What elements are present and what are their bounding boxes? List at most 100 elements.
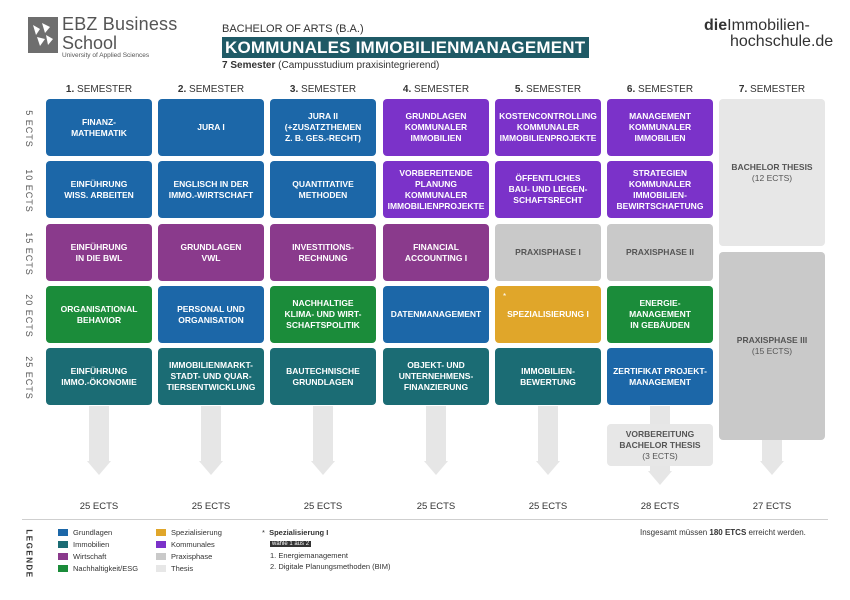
semester-header-6: 6. SEMESTER (626, 84, 694, 95)
module-praxisphase-3: PRAXISPHASE III(15 ECTS) (719, 252, 825, 440)
arrow-shaft (650, 466, 670, 471)
ects-row-label: 10 ECTS (24, 169, 34, 213)
legend-swatch (58, 529, 68, 536)
spezialisierung-star: * (503, 292, 507, 301)
semester-header-2: 2. SEMESTER (177, 84, 245, 95)
logo-name-line1: EBZ Business (62, 14, 178, 34)
legend-swatch (156, 553, 166, 560)
arrow-down-icon (536, 461, 560, 475)
semester-header-5: 5. SEMESTER (514, 84, 582, 95)
module-praxisphase-1: PRAXISPHASE I (495, 224, 601, 281)
legend-item-spezialisierung: Spezialisierung (156, 528, 222, 537)
ects-total-sem3: 25 ECTS (303, 501, 343, 512)
ects-row-label: 25 ECTS (24, 356, 34, 400)
arrow-shaft (650, 406, 670, 424)
divider (22, 519, 828, 520)
legend-swatch (156, 541, 166, 548)
legend-swatch (156, 565, 166, 572)
module-praxisphase-2: PRAXISPHASE II (607, 224, 713, 281)
legend-swatch (58, 553, 68, 560)
legend-item-praxisphase: Praxisphase (156, 552, 212, 561)
legend-item-thesis: Thesis (156, 564, 193, 573)
module-investitionsrechnung: INVESTITIONS-RECHNUNG (270, 224, 376, 281)
semester-header-7: 7. SEMESTER (738, 84, 806, 95)
arrow-shaft (426, 406, 446, 461)
arrow-down-icon (199, 461, 223, 475)
program-title: KOMMUNALES IMMOBILIENMANAGEMENT (222, 37, 590, 58)
arrow-shaft (538, 406, 558, 461)
spezialisierung-note: * Spezialisierung I wähle 1 aus 2 1. Ene… (262, 528, 390, 571)
logo-name-line2: School (62, 33, 118, 53)
brand-immobilien: Immobilien- (727, 17, 810, 34)
legend-item-kommunales: Kommunales (156, 540, 215, 549)
semester-header-1: 1. SEMESTER (65, 84, 133, 95)
legend-item-wirtschaft: Wirtschaft (58, 552, 106, 561)
arrow-down-icon (648, 471, 672, 485)
legend-swatch (156, 529, 166, 536)
ects-total-sem4: 25 ECTS (416, 501, 456, 512)
ects-row-label: 20 ECTS (24, 294, 34, 338)
legend-item-immobilien: Immobilien (58, 540, 109, 549)
arrow-shaft (201, 406, 221, 461)
semester-format: (Campusstudium praxisintegrierend) (275, 60, 440, 71)
total-ects-note: Insgesamt müssen 180 ETCS erreicht werde… (640, 528, 806, 537)
note-title: Spezialisierung I (269, 528, 329, 537)
brand-url: hochschule.de (730, 33, 834, 50)
semester-count: 7 Semester (222, 60, 276, 71)
module-datenmanagement: DATENMANAGEMENT (383, 286, 489, 343)
brand-name: dieImmobilien- (704, 16, 810, 35)
module-finanzmathematik: FINANZ-MATHEMATIK (46, 99, 152, 156)
ects-total-sem7: 27 ECTS (752, 501, 792, 512)
module-immobilienbewertung: IMMOBILIEN-BEWERTUNG (495, 348, 601, 405)
note-option-2: 2. Digitale Planungsmethoden (BIM) (270, 562, 391, 571)
arrow-shaft (762, 440, 782, 461)
ects-total-sem1: 25 ECTS (79, 501, 119, 512)
legend-item-nachhaltigkeit: Nachhaltigkeit/ESG (58, 564, 138, 573)
module-bachelor-thesis: BACHELOR THESIS(12 ECTS) (719, 99, 825, 246)
module-projektmanagement: ZERTIFIKAT PROJEKT-MANAGEMENT (607, 348, 713, 405)
semester-info: 7 Semester (Campusstudium praxisintegrie… (222, 60, 439, 71)
semester-header-4: 4. SEMESTER (402, 84, 470, 95)
logo-subtitle: University of Applied Sciences (62, 52, 150, 59)
arrow-down-icon (87, 461, 111, 475)
ects-total-sem2: 25 ECTS (191, 501, 231, 512)
ects-row-label: 15 ECTS (24, 232, 34, 276)
arrow-down-icon (424, 461, 448, 475)
note-option-1: 1. Energiemanagement (270, 551, 348, 560)
arrow-down-icon (760, 461, 784, 475)
ects-total-sem5: 25 ECTS (528, 501, 568, 512)
degree-title: BACHELOR OF ARTS (B.A.) (222, 23, 364, 35)
ects-total-sem6: 28 ECTS (640, 501, 680, 512)
module-spezialisierung-1: SPEZIALISIERUNG I (495, 286, 601, 343)
arrow-shaft (313, 406, 333, 461)
arrow-down-icon (311, 461, 335, 475)
legend-swatch (58, 541, 68, 548)
legend-title: LEGENDE (24, 529, 34, 579)
legend-item-grundlagen: Grundlagen (58, 528, 112, 537)
module-immobilienmarkt: IMMOBILIENMARKT-STADT- UND QUAR-TIERSENT… (158, 348, 264, 405)
module-jura-1: JURA I (158, 99, 264, 156)
brand-die: die (704, 17, 728, 34)
note-star: * (262, 528, 265, 537)
ebz-logo-icon (28, 17, 58, 53)
